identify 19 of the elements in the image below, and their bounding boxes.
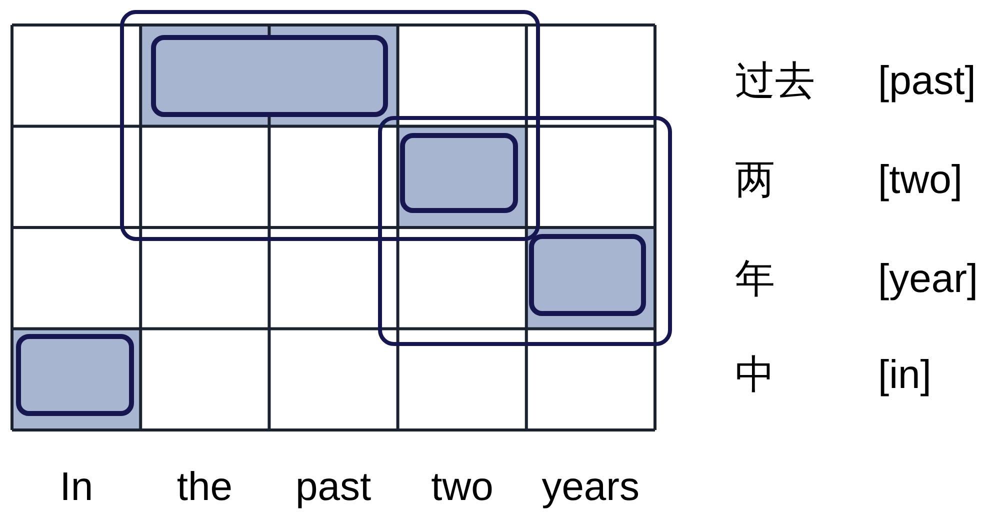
english-gloss: [two] xyxy=(878,157,962,203)
english-gloss: [in] xyxy=(878,352,932,398)
english-gloss: [past] xyxy=(878,58,976,104)
alignment-block xyxy=(400,133,518,213)
chinese-word: 过去 xyxy=(735,58,815,104)
english-word: years xyxy=(542,464,640,510)
english-gloss: [year] xyxy=(878,256,978,302)
english-word: the xyxy=(176,464,232,510)
chinese-word: 中 xyxy=(735,352,775,398)
english-word: past xyxy=(296,464,372,510)
alignment-block xyxy=(151,35,388,117)
english-word: two xyxy=(431,464,494,510)
phrase-pair-outline xyxy=(120,10,540,241)
alignment-block xyxy=(529,234,646,316)
phrase-pair-outline xyxy=(378,116,672,346)
chinese-word: 两 xyxy=(735,157,775,203)
alignment-block xyxy=(16,334,134,416)
english-word: In xyxy=(60,464,94,510)
chinese-word: 年 xyxy=(735,256,775,302)
